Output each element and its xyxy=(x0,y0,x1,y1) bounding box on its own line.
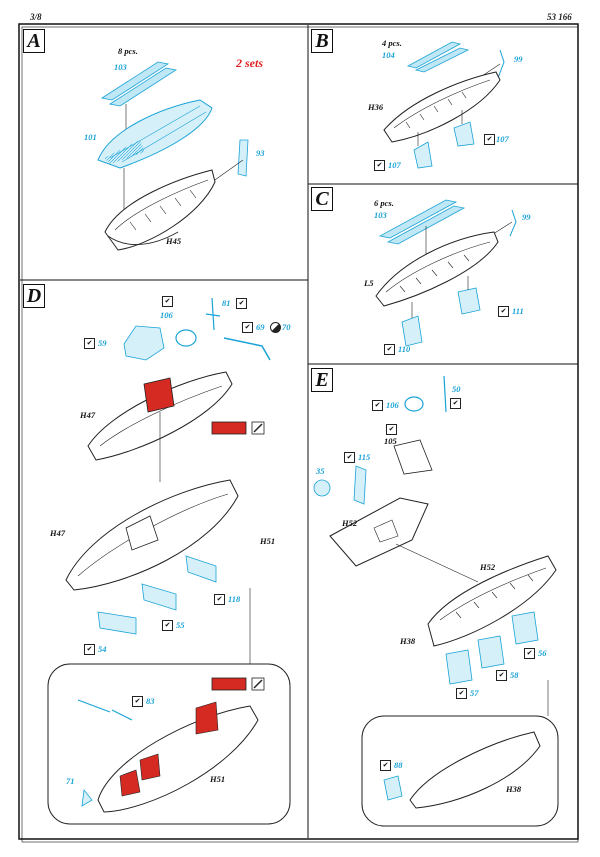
part-label: 118 xyxy=(228,594,241,604)
page-number: 3/8 xyxy=(30,12,42,22)
check-box: ✔ xyxy=(450,398,461,409)
part-label: 69 xyxy=(256,322,265,332)
part-label: 71 xyxy=(66,776,75,786)
part-label: 50 xyxy=(452,384,461,394)
hull-label: H36 xyxy=(368,102,384,112)
hull-label: H38 xyxy=(400,636,416,646)
check-box: ✔ xyxy=(456,688,467,699)
qty-label: 8 pcs. xyxy=(118,46,138,56)
panel-e-letter: E xyxy=(311,368,333,392)
panel-d-letter: D xyxy=(23,284,45,308)
part-label: 99 xyxy=(514,54,523,64)
panel-c-letter: C xyxy=(311,187,333,211)
check-box: ✔ xyxy=(236,298,247,309)
panel-a-drawing xyxy=(97,61,249,251)
hull-label: H51 xyxy=(260,536,276,546)
part-label: 107 xyxy=(388,160,401,170)
part-label: 110 xyxy=(398,344,411,354)
panel-b-drawing xyxy=(383,41,505,169)
part-label: 103 xyxy=(374,210,387,220)
part-label: 59 xyxy=(98,338,107,348)
check-box: ✔ xyxy=(344,452,355,463)
part-label: 58 xyxy=(510,670,519,680)
hull-label: L5 xyxy=(364,278,374,288)
check-box: ✔ xyxy=(496,670,507,681)
part-label: 83 xyxy=(146,696,155,706)
panel-e-drawing xyxy=(313,375,559,827)
check-box: ✔ xyxy=(84,644,95,655)
part-label: 103 xyxy=(114,62,127,72)
hull-label: H51 xyxy=(210,774,226,784)
part-label: 57 xyxy=(470,688,479,698)
panel-d-drawing xyxy=(47,297,291,825)
check-box: ✔ xyxy=(132,696,143,707)
check-box: ✔ xyxy=(380,760,391,771)
part-label: 107 xyxy=(496,134,509,144)
part-label: 111 xyxy=(512,306,524,316)
part-label: 88 xyxy=(394,760,403,770)
check-box: ✔ xyxy=(372,400,383,411)
hull-label: H38 xyxy=(506,784,522,794)
check-box: ✔ xyxy=(484,134,495,145)
hull-label: H52 xyxy=(480,562,496,572)
paint-icon xyxy=(270,322,281,333)
hull-label: H45 xyxy=(166,236,182,246)
part-label: 104 xyxy=(382,50,395,60)
check-box: ✔ xyxy=(162,296,173,307)
part-label: 54 xyxy=(98,644,107,654)
part-label: 106 xyxy=(160,310,173,320)
check-box: ✔ xyxy=(524,648,535,659)
part-label: 105 xyxy=(384,436,397,446)
panel-a-letter: A xyxy=(23,29,45,53)
part-label: 93 xyxy=(256,148,265,158)
part-label: 106 xyxy=(386,400,399,410)
panel-b-letter: B xyxy=(311,29,333,53)
qty-label: 4 pcs. xyxy=(382,38,402,48)
part-label: 56 xyxy=(538,648,547,658)
check-box: ✔ xyxy=(214,594,225,605)
part-label: 115 xyxy=(358,452,371,462)
hull-label: H52 xyxy=(342,518,358,528)
kit-code: 53 166 xyxy=(547,12,572,22)
part-label: 70 xyxy=(282,322,291,332)
panel-c-drawing xyxy=(375,199,517,347)
check-box: ✔ xyxy=(498,306,509,317)
check-box: ✔ xyxy=(374,160,385,171)
part-label: 101 xyxy=(84,132,97,142)
part-label: 99 xyxy=(522,212,531,222)
check-box: ✔ xyxy=(84,338,95,349)
hull-label: H47 xyxy=(80,410,96,420)
sets-label: 2 sets xyxy=(236,56,263,70)
part-label: 81 xyxy=(222,298,231,308)
check-box: ✔ xyxy=(384,344,395,355)
hull-label: H47 xyxy=(50,528,66,538)
check-box: ✔ xyxy=(386,424,397,435)
part-label: 55 xyxy=(176,620,185,630)
part-label: 35 xyxy=(316,466,325,476)
check-box: ✔ xyxy=(242,322,253,333)
qty-label: 6 pcs. xyxy=(374,198,394,208)
check-box: ✔ xyxy=(162,620,173,631)
